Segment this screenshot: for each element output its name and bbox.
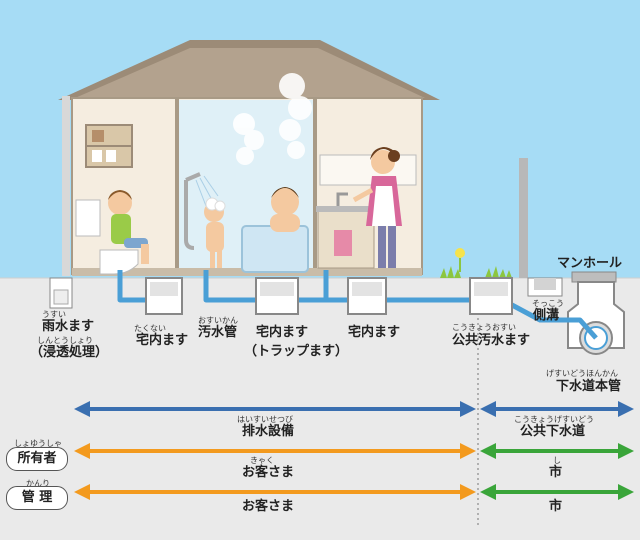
shower-pipe (184, 180, 195, 250)
house-basin-label-3: 宅内ます (348, 325, 401, 340)
toilet (99, 249, 139, 275)
rainwater-basin (49, 277, 73, 309)
roadside-ditch (527, 277, 563, 297)
owner-tag: 所有者 (6, 447, 68, 471)
ditch-label: 側溝 (533, 308, 560, 323)
sewage-pipe-label: 汚水管 (198, 325, 238, 340)
kitchen-cabinet (319, 154, 417, 186)
downspout (62, 96, 70, 276)
infiltration-ruby: しんとうしょり (37, 336, 93, 345)
steam (233, 73, 312, 165)
public-sewer-ruby: こうきょうげすいどう (514, 415, 594, 424)
city-ruby: し (553, 456, 561, 465)
bathing-boy (271, 188, 299, 216)
house-basin-ruby: たくない (134, 324, 166, 333)
main-sewer-label: 下水道本管 (556, 379, 622, 394)
house-basin-label-2: 宅内ます (256, 325, 309, 340)
house (58, 40, 440, 276)
main-sewer-ruby: げすいどうほんかん (546, 369, 618, 378)
owner-ruby: しょゆうしゃ (14, 439, 62, 448)
rainwater-basin-ruby: うすい (42, 310, 66, 319)
shower-water (195, 175, 219, 207)
towel (334, 230, 352, 256)
faucet (336, 192, 348, 206)
customer-ruby: きゃく (250, 456, 274, 465)
management-customer-label: お客さま (242, 499, 295, 514)
public-sewer-label: 公共下水道 (520, 424, 586, 439)
bathtub (241, 225, 309, 273)
public-basin-label: 公共汚水ます (452, 333, 531, 348)
owner-customer-label: お客さま (242, 465, 295, 480)
toilet-tank (75, 199, 101, 237)
management-city-label: 市 (549, 499, 563, 514)
owner-city-label: 市 (549, 465, 563, 480)
public-basin-ruby: こうきょうおすい (452, 323, 516, 332)
ditch-ruby: そっこう (532, 299, 564, 308)
pole (519, 158, 528, 278)
trap-basin-label: （トラップます） (244, 344, 349, 359)
grass (440, 266, 512, 278)
sewage-pipe (117, 270, 598, 340)
rainwater-basin-label: 雨水ます (42, 319, 95, 334)
flower (455, 248, 465, 258)
sewage-pipe-ruby: おすいかん (198, 316, 238, 325)
management-tag: 管 理 (6, 486, 68, 510)
management-ruby: かんり (26, 479, 50, 488)
infiltration-label: （浸透処理） (30, 345, 109, 360)
drainage-label: 排水設備 (242, 424, 295, 439)
drainage-ruby: はいすいせつび (237, 415, 293, 424)
child (108, 191, 132, 215)
house-basin-label-1: 宅内ます (136, 333, 189, 348)
manhole-label: マンホール (557, 256, 623, 271)
